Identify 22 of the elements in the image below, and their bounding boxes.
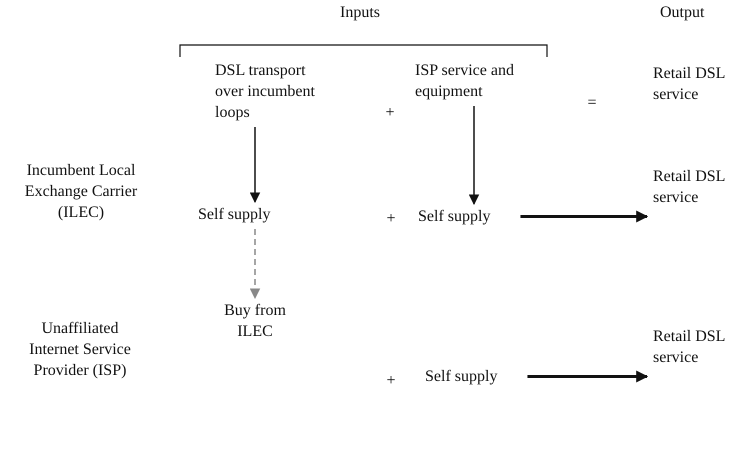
node-text: Self supply (418, 207, 492, 227)
arrow (250, 127, 260, 204)
node-text: Buy from ILEC (223, 301, 287, 342)
arrow (520, 210, 648, 222)
label: + (385, 209, 397, 229)
label: + (384, 103, 396, 123)
label: + (385, 371, 397, 391)
arrow (527, 370, 648, 382)
arrow (250, 229, 260, 300)
node-text: Retail DSL service (653, 64, 726, 105)
label: Inputs (339, 3, 381, 23)
label: Output (660, 3, 706, 23)
node-text: Retail DSL service (653, 167, 726, 208)
label: = (586, 93, 598, 113)
node-text: Self supply (425, 367, 498, 387)
node-text: ISP service and equipment (415, 61, 515, 102)
label: Unaffiliated Internet Service Provider (ISP) (28, 319, 132, 381)
label: Incumbent Local Exchange Carrier (ILEC) (24, 161, 138, 223)
node-text: Self supply (198, 205, 272, 225)
arrow (468, 106, 480, 206)
node-text: Retail DSL service (653, 327, 726, 368)
node-text: DSL transport over incumbent loops (215, 61, 316, 123)
